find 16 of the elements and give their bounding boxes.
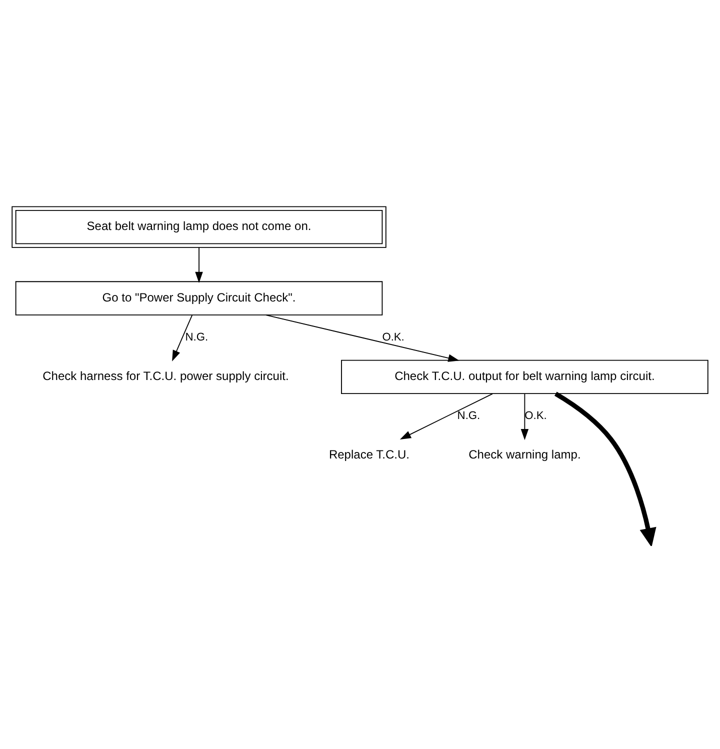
arrow: [195, 247, 203, 283]
node-box: Check T.C.U. output for belt warning lamp circuit.: [341, 360, 708, 394]
edge-label: N.G.: [457, 410, 480, 422]
arrow: [266, 314, 460, 362]
edge-label: N.G.: [185, 331, 208, 344]
arrow: [400, 393, 493, 440]
edge-label: O.K.: [382, 331, 404, 344]
arrow: [554, 392, 656, 546]
node-text: Check warning lamp.: [468, 448, 581, 462]
edge-label: O.K.: [524, 410, 547, 422]
arrow: [172, 314, 193, 362]
node-text: Check harness for T.C.U. power supply circuit.: [42, 369, 289, 384]
arrow: [520, 393, 529, 440]
node-box: Seat belt warning lamp does not come on.: [12, 206, 386, 248]
node-box: Go to "Power Supply Circuit Check".: [15, 281, 383, 316]
node-text: Replace T.C.U.: [328, 448, 410, 462]
